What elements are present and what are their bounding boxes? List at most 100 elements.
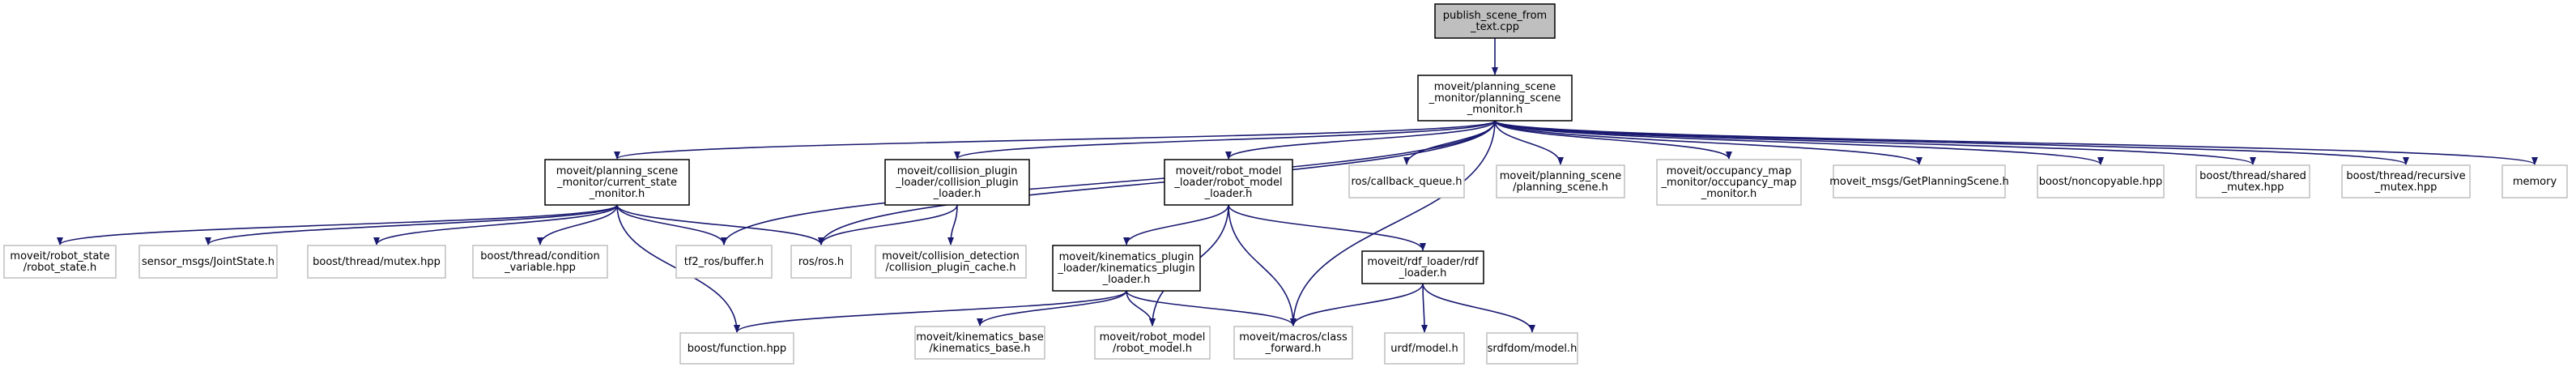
node-label-line: moveit/kinematics_base — [916, 331, 1044, 344]
node-sm: boost/thread/shared_mutex.hpp — [2195, 164, 2310, 198]
node-box — [1094, 326, 1211, 360]
node-box — [914, 326, 1045, 360]
node-box — [307, 245, 446, 279]
node-label-line: _loader.h — [1102, 274, 1151, 286]
edge-url-to-srdf — [1422, 283, 1535, 333]
node-fn: boost/function.hpp — [679, 332, 794, 365]
node-label-line: _mutex.hpp — [2374, 181, 2438, 194]
edge-psm-to-csm — [614, 120, 1496, 160]
edge-cpl-to-cpc — [947, 204, 958, 245]
node-box — [2341, 164, 2471, 198]
node-label-line: moveit/kinematics_plugin — [1059, 251, 1194, 263]
node-gps: moveit_msgs/GetPlanningScene.h — [1829, 164, 2009, 198]
node-csm[interactable]: moveit/planning_scene_monitor/current_st… — [544, 159, 690, 206]
node-mx: boost/thread/mutex.hpp — [307, 245, 446, 279]
node-box — [790, 245, 852, 279]
node-ps: moveit/planning_scene/planning_scene.h — [1496, 164, 1625, 198]
node-box — [2037, 164, 2165, 198]
edge-csm-to-mx — [373, 204, 618, 245]
node-rml[interactable]: moveit/robot_model_loader/robot_model_lo… — [1164, 159, 1293, 206]
node-label-line: ros/ros.h — [798, 256, 844, 268]
edge-url-to-cf — [1290, 283, 1424, 326]
edge-csm-to-ros — [616, 204, 824, 245]
edge-csm-to-cv — [537, 204, 618, 245]
node-label-line: _text.cpp — [1470, 21, 1519, 33]
node-rmx: boost/thread/recursive_mutex.hpp — [2341, 164, 2471, 198]
node-kpl[interactable]: moveit/kinematics_plugin_loader/kinemati… — [1052, 245, 1201, 292]
node-cf: moveit/macros/class_forward.h — [1233, 326, 1353, 360]
node-label-line: memory — [2513, 176, 2557, 188]
edge-psm-to-gps — [1494, 120, 1922, 165]
node-box — [2501, 164, 2568, 198]
node-label-line: _monitor.h — [589, 188, 645, 200]
node-label-line: moveit/planning_scene — [1500, 170, 1621, 182]
node-label-line: boost/thread/recursive — [2346, 170, 2465, 182]
node-label-line: moveit/robot_model — [1176, 165, 1282, 177]
node-label-line: moveit/planning_scene — [1434, 81, 1556, 93]
node-url[interactable]: moveit/rdf_loader/rdf_loader.h — [1361, 250, 1484, 284]
edge-kpl-to-cf — [1126, 290, 1297, 326]
node-label-line: /robot_state.h — [23, 262, 97, 274]
node-label-line: _monitor/occupancy_map — [1661, 177, 1797, 189]
node-label-line: sensor_msgs/JointState.h — [142, 256, 275, 268]
nodes-layer: publish_scene_from_text.cpp moveit/planni… — [3, 3, 2568, 365]
edge-csm-to-rs — [57, 204, 618, 245]
node-label-line: _monitor.h — [1467, 104, 1523, 116]
node-cpl[interactable]: moveit/collision_plugin_loader/collision… — [884, 159, 1030, 206]
node-js: sensor_msgs/JointState.h — [138, 245, 278, 279]
node-label-line: boost/noncopyable.hpp — [2039, 176, 2163, 188]
node-label-line: publish_scene_from — [1443, 10, 1547, 22]
node-nc: boost/noncopyable.hpp — [2037, 164, 2165, 198]
node-label-line: tf2_ros/buffer.h — [684, 256, 764, 268]
node-label-line: moveit/collision_plugin — [897, 165, 1018, 177]
node-mem: memory — [2501, 164, 2568, 198]
node-label-line: /planning_scene.h — [1513, 181, 1608, 194]
node-label-line: boost/function.hpp — [688, 343, 786, 355]
node-srdf: srdfdom/model.h — [1486, 332, 1578, 365]
edge-psm-to-rmx — [1494, 120, 2409, 165]
node-label-line: _monitor.h — [1701, 188, 1757, 200]
edge-psm-to-ros — [818, 120, 1496, 245]
edge-rml-to-kpl — [1123, 204, 1229, 245]
edge-csm-to-tf — [616, 204, 727, 245]
node-box — [1348, 164, 1465, 198]
node-box — [1164, 159, 1293, 206]
edge-url-to-urdf — [1420, 283, 1428, 333]
edge-psm-to-rml — [1225, 120, 1496, 160]
node-root[interactable]: publish_scene_from_text.cpp — [1434, 3, 1556, 39]
edge-kpl-to-fn — [734, 290, 1127, 333]
node-box — [138, 245, 278, 279]
node-cv: boost/thread/condition_variable.hpp — [472, 245, 608, 279]
edge-psm-to-tf — [721, 120, 1496, 245]
node-box — [1417, 75, 1573, 122]
node-box — [1656, 159, 1802, 206]
node-box — [875, 245, 1027, 279]
node-label-line: moveit/macros/class — [1239, 331, 1348, 344]
edge-psm-to-cf — [1290, 120, 1496, 326]
node-box — [3, 245, 117, 279]
node-label-line: moveit/collision_detection — [882, 250, 1020, 262]
edge-csm-to-js — [205, 204, 618, 245]
node-box — [544, 159, 690, 206]
node-box — [1486, 332, 1578, 365]
edge-rml-to-url — [1228, 204, 1426, 251]
edge-rml-to-cf — [1228, 204, 1297, 326]
node-box — [472, 245, 608, 279]
node-box — [679, 332, 794, 365]
node-omm: moveit/occupancy_map_monitor/occupancy_m… — [1656, 159, 1802, 206]
node-label-line: moveit/occupancy_map — [1667, 165, 1792, 177]
node-label-line: _loader.h — [933, 188, 981, 200]
node-tf: tf2_ros/buffer.h — [675, 245, 773, 279]
edge-psm-to-cpl — [954, 120, 1496, 160]
node-box — [1361, 250, 1484, 284]
node-ros: ros/ros.h — [790, 245, 852, 279]
node-box — [1496, 164, 1625, 198]
node-label-line: _loader.h — [1204, 188, 1253, 200]
edge-psm-to-ps — [1494, 120, 1564, 165]
node-label-line: /collision_plugin_cache.h — [886, 262, 1016, 274]
edge-kpl-to-rm — [1126, 290, 1156, 326]
node-label-line: moveit/planning_scene — [556, 165, 678, 177]
node-label-line: _loader/robot_model — [1173, 177, 1282, 189]
node-psm[interactable]: moveit/planning_scene_monitor/planning_s… — [1417, 75, 1573, 122]
